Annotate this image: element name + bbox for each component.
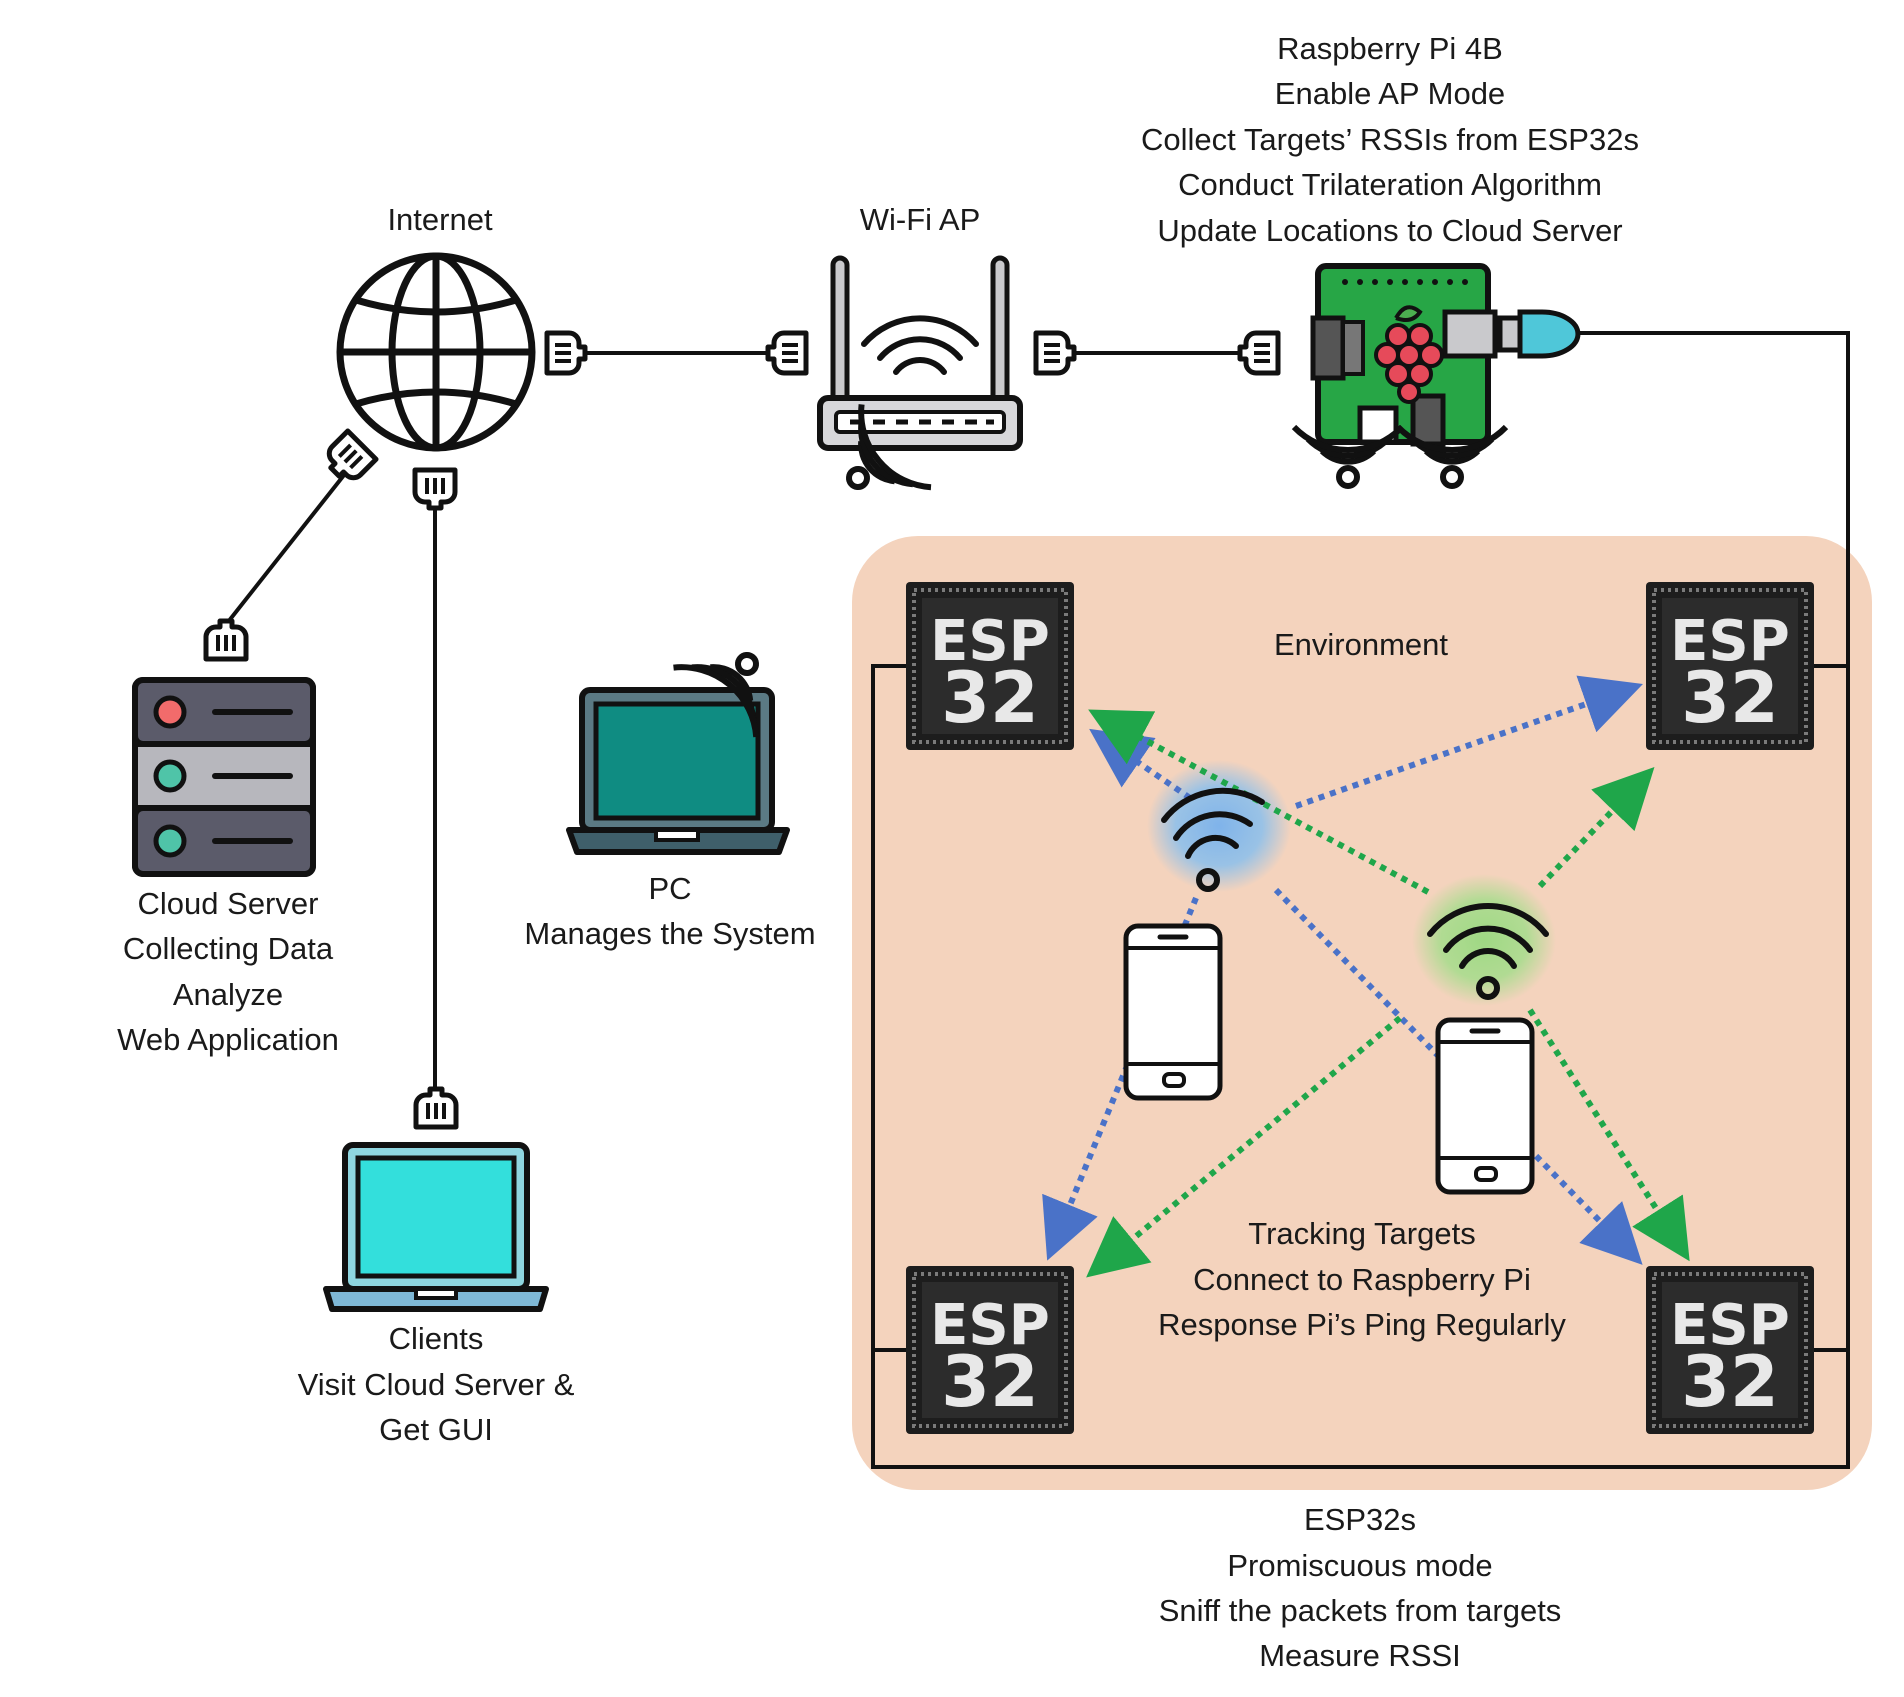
- svg-text:32: 32: [941, 657, 1038, 739]
- tracking-targets-description: Tracking Targets Connect to Raspberry Pi…: [1158, 1216, 1566, 1342]
- svg-text:Collect Targets’ RSSIs from ES: Collect Targets’ RSSIs from ESP32s: [1141, 122, 1639, 157]
- svg-text:Raspberry Pi 4B: Raspberry Pi 4B: [1277, 31, 1503, 66]
- pc-laptop-icon: [566, 687, 790, 855]
- esp32s-description: ESP32s Promiscuous mode Sniff the packet…: [1159, 1502, 1562, 1673]
- wifi-ap-label: Wi-Fi AP: [860, 202, 981, 237]
- internet-label: Internet: [387, 202, 493, 237]
- svg-text:Sniff the packets from targets: Sniff the packets from targets: [1159, 1593, 1562, 1628]
- svg-text:Response Pi’s Ping Regularly: Response Pi’s Ping Regularly: [1158, 1307, 1566, 1342]
- svg-text:32: 32: [1681, 657, 1778, 739]
- svg-text:Analyze: Analyze: [173, 977, 283, 1012]
- svg-text:Clients: Clients: [389, 1321, 484, 1356]
- svg-text:Conduct Trilateration Algorith: Conduct Trilateration Algorithm: [1178, 167, 1602, 202]
- cloud-server-description: Cloud Server Collecting Data Analyze Web…: [117, 886, 339, 1057]
- svg-text:Get GUI: Get GUI: [379, 1412, 493, 1447]
- svg-text:ESP: ESP: [930, 1293, 1050, 1358]
- ethernet-port-icon: [1036, 333, 1074, 373]
- svg-text:ESP: ESP: [1670, 1293, 1790, 1358]
- svg-text:32: 32: [1681, 1341, 1778, 1423]
- esp32-chip-top-right: ESP 32: [1644, 580, 1816, 752]
- esp32-chip-top-left: ESP 32: [904, 580, 1076, 752]
- esp32-chip-bottom-right: ESP 32: [1644, 1264, 1816, 1436]
- raspberry-pi-description: Raspberry Pi 4B Enable AP Mode Collect T…: [1141, 31, 1639, 248]
- rssi-links-green: [1086, 709, 1690, 1278]
- svg-text:32: 32: [941, 1341, 1038, 1423]
- pc-description: PC Manages the System: [524, 871, 815, 951]
- svg-text:Web Application: Web Application: [117, 1022, 339, 1057]
- svg-text:ESP32s: ESP32s: [1304, 1502, 1416, 1537]
- svg-text:Tracking Targets: Tracking Targets: [1248, 1216, 1475, 1251]
- svg-text:Measure RSSI: Measure RSSI: [1259, 1638, 1461, 1673]
- svg-text:Visit Cloud Server &: Visit Cloud Server &: [298, 1367, 575, 1402]
- svg-text:Manages the System: Manages the System: [524, 916, 815, 951]
- raspberry-pi-board-icon: [1240, 263, 1498, 447]
- usb-dongle-icon: [1497, 309, 1581, 359]
- svg-text:Collecting Data: Collecting Data: [123, 931, 334, 966]
- target-wifi-icon: [1161, 787, 1265, 892]
- svg-text:Connect to Raspberry Pi: Connect to Raspberry Pi: [1193, 1262, 1531, 1297]
- svg-text:Cloud Server: Cloud Server: [138, 886, 319, 921]
- internet-globe-icon: [336, 252, 536, 452]
- environment-label: Environment: [1274, 627, 1448, 662]
- target-signal-glow-green: [1412, 874, 1556, 1006]
- clients-description: Clients Visit Cloud Server & Get GUI: [298, 1321, 575, 1447]
- svg-text:PC: PC: [648, 871, 691, 906]
- smartphone-target-icon: [1438, 1020, 1532, 1192]
- clients-laptop-icon: [323, 1089, 549, 1312]
- esp32-chip-bottom-left: ESP 32: [904, 1264, 1076, 1436]
- network-links: [226, 331, 1850, 1469]
- ethernet-port-icon: [321, 431, 376, 486]
- svg-text:ESP: ESP: [930, 609, 1050, 674]
- wifi-router-icon: [817, 255, 1023, 451]
- svg-text:ESP: ESP: [1670, 609, 1790, 674]
- svg-text:Promiscuous mode: Promiscuous mode: [1227, 1548, 1492, 1583]
- target-signal-glow-blue: [1147, 760, 1291, 892]
- ethernet-port-icon: [768, 333, 806, 373]
- target-wifi-icon: [1427, 903, 1549, 1000]
- svg-text:Update Locations to Cloud Serv: Update Locations to Cloud Server: [1157, 213, 1622, 248]
- svg-text:Enable AP Mode: Enable AP Mode: [1275, 76, 1505, 111]
- smartphone-target-icon: [1126, 926, 1220, 1098]
- ethernet-port-icon: [547, 333, 585, 373]
- cloud-server-icon: [132, 621, 316, 877]
- ethernet-port-icon: [415, 470, 455, 508]
